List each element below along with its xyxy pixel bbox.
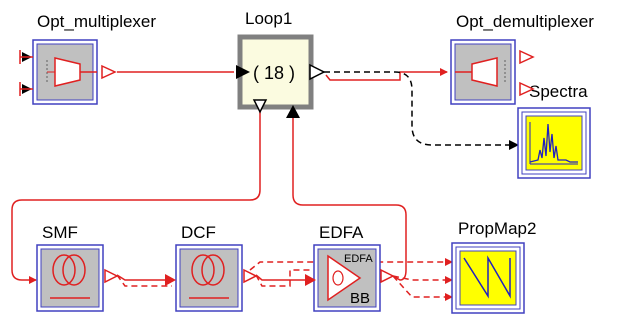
smf-label: SMF — [42, 223, 78, 242]
loop-count: ( 18 ) — [253, 63, 295, 83]
edfa-label: EDFA — [319, 223, 364, 242]
loop-block[interactable]: ( 18 ) — [236, 34, 326, 118]
mux-output-port[interactable] — [101, 64, 117, 80]
dcf-input-port[interactable] — [165, 274, 176, 286]
wire-edfa-to-propmap-3[interactable] — [392, 275, 453, 301]
wire-dcf-to-edfa-noise — [255, 269, 312, 287]
loop-bottom-output-port[interactable] — [252, 99, 268, 114]
amplifier-triangle-icon — [327, 254, 362, 302]
smf-block[interactable] — [36, 244, 119, 312]
mux-label: Opt_multiplexer — [37, 12, 156, 31]
smf-output-port[interactable] — [104, 268, 119, 284]
demux-label: Opt_demultiplexer — [456, 12, 594, 31]
loop-input-port[interactable] — [236, 65, 250, 79]
loop-bottom-input-port[interactable] — [286, 105, 300, 118]
demux-output-port-1[interactable] — [519, 49, 535, 65]
sawtooth-plot-icon — [463, 255, 511, 299]
spectrum-plot-icon — [529, 123, 578, 163]
wire-dcf-to-edfa[interactable] — [255, 274, 313, 284]
demux-output-port-2[interactable] — [519, 81, 535, 97]
edfa-input-port[interactable] — [305, 274, 316, 286]
loop-label: Loop1 — [245, 9, 292, 28]
edfa-output-port[interactable] — [380, 268, 395, 284]
wire-loop-to-demux[interactable] — [325, 68, 448, 81]
spectra-label: Spectra — [529, 82, 588, 101]
dcf-output-port[interactable] — [243, 268, 258, 284]
edfa-inner-label: EDFA — [344, 253, 373, 265]
edfa-block[interactable]: EDFA BB — [305, 244, 395, 312]
dcf-label: DCF — [181, 223, 216, 242]
wire-smf-to-dcf[interactable] — [116, 274, 173, 284]
propmap-block[interactable] — [451, 242, 525, 314]
dcf-block[interactable] — [165, 244, 258, 312]
demux-trapezoid-icon — [471, 57, 498, 87]
wire-smf-to-dcf-noise — [116, 274, 172, 287]
demux-block[interactable] — [450, 39, 535, 105]
fiber-spool-icon — [189, 254, 229, 299]
mux-trapezoid-icon — [54, 57, 81, 87]
spectra-block[interactable] — [517, 107, 591, 179]
mux-block[interactable] — [19, 39, 117, 105]
loop-output-port[interactable] — [309, 63, 326, 81]
edfa-mode-label: BB — [350, 290, 370, 307]
propmap-label: PropMap2 — [458, 219, 536, 238]
fiber-spool-icon — [50, 254, 90, 299]
wire-loop-to-smf[interactable] — [11, 110, 261, 284]
